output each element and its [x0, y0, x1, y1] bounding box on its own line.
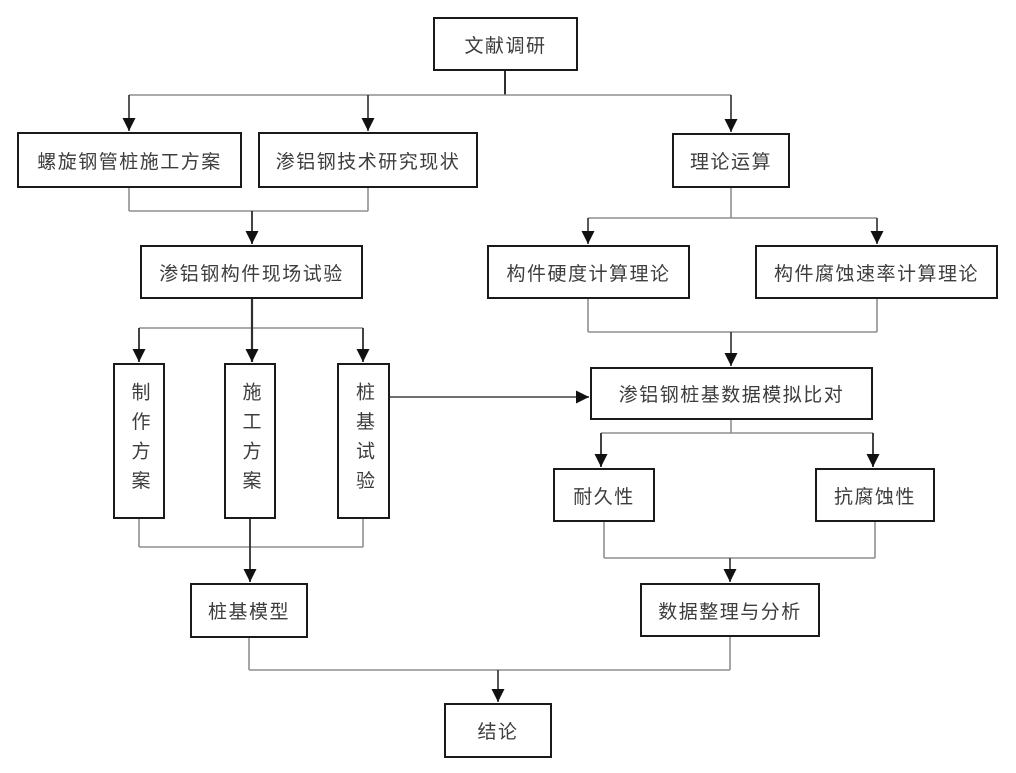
edge-to-pile-model	[138, 519, 364, 582]
node-conclusion: 结论	[444, 703, 552, 758]
node-aluminized-steel-research-status: 渗铝钢技术研究现状	[258, 132, 478, 188]
edge-field-test-children	[132, 299, 370, 362]
node-anti-corrosion: 抗腐蚀性	[815, 468, 935, 522]
edge-to-conclusion	[248, 637, 731, 702]
node-pile-foundation-test: 桩基试验	[337, 363, 390, 519]
node-data-organization-analysis: 数据整理与分析	[640, 583, 820, 637]
node-literature-research: 文献调研	[433, 17, 578, 71]
node-pile-data-simulation-comparison: 渗铝钢桩基数据模拟比对	[590, 367, 873, 420]
node-pile-foundation-model: 桩基模型	[190, 583, 308, 638]
node-aluminized-component-field-test: 渗铝钢构件现场试验	[140, 245, 363, 299]
edge-to-simulation	[587, 299, 878, 366]
edge-literature-children	[122, 71, 738, 132]
node-spiral-pipe-pile-construction-plan: 螺旋钢管桩施工方案	[17, 132, 242, 188]
node-theoretical-computation: 理论运算	[672, 133, 790, 188]
node-hardness-calculation-theory: 构件硬度计算理论	[487, 245, 690, 299]
node-construction-plan: 施工方案	[224, 363, 276, 519]
edge-simulation-children	[594, 420, 880, 467]
node-fabrication-plan: 制作方案	[113, 363, 165, 519]
edge-to-field-test	[128, 188, 369, 244]
edge-theory-children	[581, 188, 884, 244]
node-corrosion-rate-calculation-theory: 构件腐蚀速率计算理论	[755, 245, 998, 299]
node-durability: 耐久性	[553, 468, 655, 522]
edge-to-data-analysis	[603, 522, 876, 582]
